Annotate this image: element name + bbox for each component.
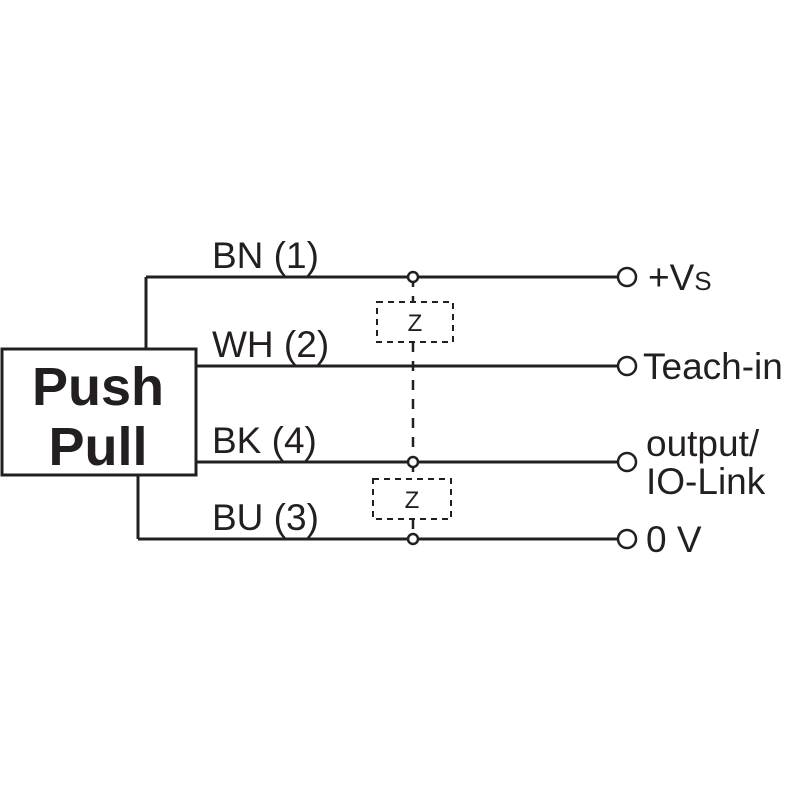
load-z-bottom-label: Z	[405, 487, 420, 514]
wire-label-bn: BN (1)	[212, 235, 319, 276]
wire-label-bu: BU (3)	[212, 497, 319, 538]
terminal-label-output-line2: IO-Link	[646, 461, 766, 502]
push-pull-block: Push Pull	[0, 347, 198, 477]
junction-bk	[406, 455, 420, 469]
block-label-push: Push	[32, 357, 164, 417]
junction-bn	[406, 270, 420, 284]
junctions	[406, 270, 420, 546]
terminal-label-vs: +VS	[648, 257, 712, 298]
terminals	[616, 266, 638, 550]
junction-bu	[406, 532, 420, 546]
wire-labels: BN (1) WH (2) BK (4) BU (3)	[212, 235, 329, 538]
wire-label-bk: BK (4)	[212, 420, 317, 461]
load-z-top-label: Z	[408, 310, 423, 337]
terminal-teach	[616, 355, 638, 377]
terminal-label-zero: 0 V	[646, 519, 702, 560]
terminal-label-vs-main: +V	[648, 257, 695, 298]
terminal-label-output-line1: output/	[646, 423, 760, 464]
wires	[136, 275, 618, 541]
terminal-vs	[616, 266, 638, 288]
load-network: Z Z	[372, 277, 454, 539]
terminal-labels: +VS Teach-in output/ IO-Link 0 V	[643, 257, 783, 560]
terminal-label-vs-sub: S	[694, 266, 711, 296]
block-label-pull: Pull	[48, 417, 147, 477]
terminal-label-teach: Teach-in	[643, 346, 783, 387]
push-pull-box	[0, 347, 198, 477]
terminal-output	[616, 451, 638, 473]
load-z-top-box	[376, 301, 454, 343]
terminal-zero	[616, 528, 638, 550]
wire-label-wh: WH (2)	[212, 324, 329, 365]
